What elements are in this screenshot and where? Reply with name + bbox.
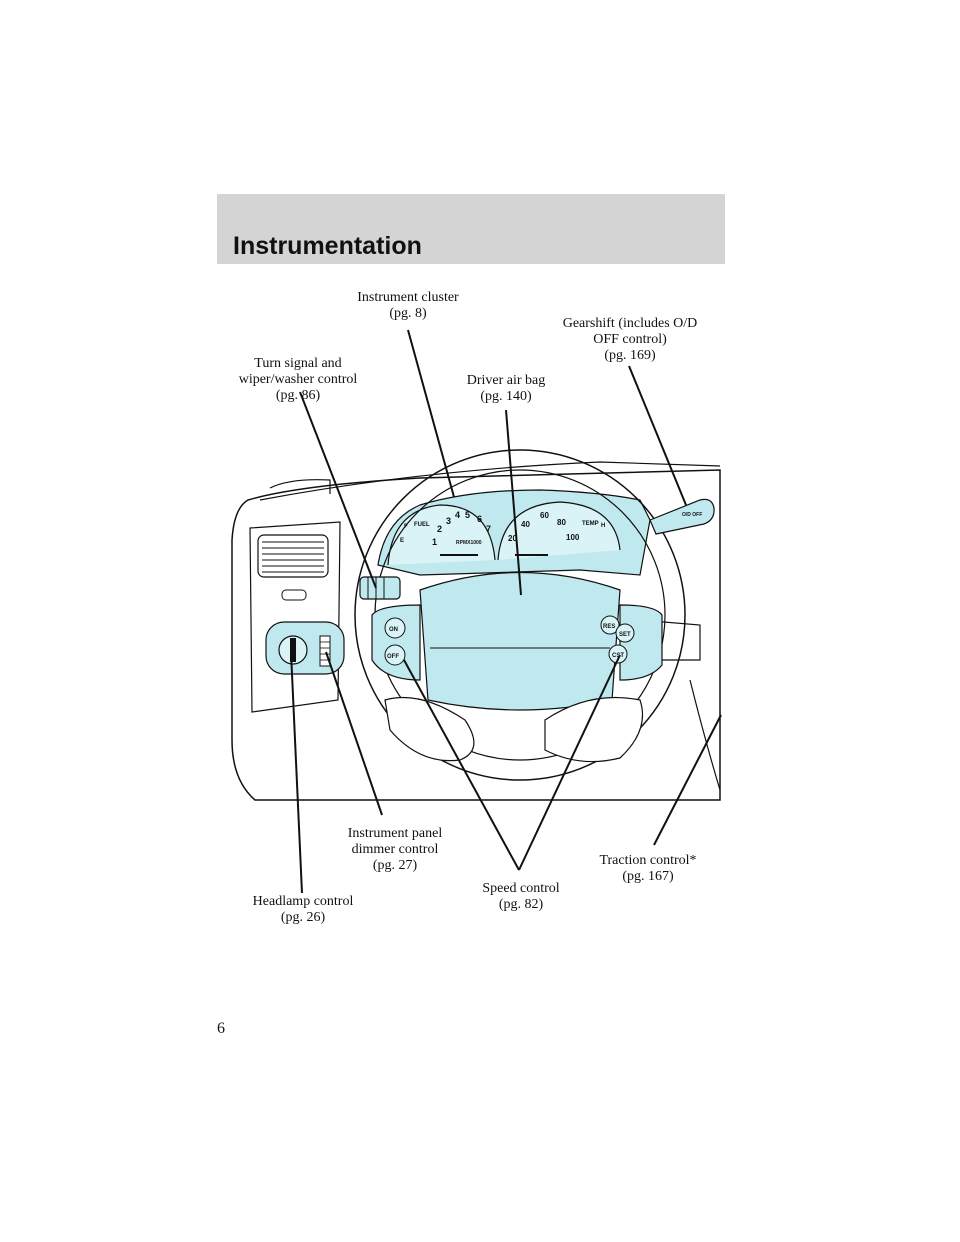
speed-on-label: ON xyxy=(389,627,398,633)
tach-dial xyxy=(387,504,496,566)
callout-gearshift: Gearshift (includes O/D OFF control) (pg… xyxy=(562,316,698,363)
tach-unit: RPMX1000 xyxy=(456,540,482,546)
gearshift-lever xyxy=(649,498,715,535)
callout-turn-signal: Turn signal and wiper/washer control (pg… xyxy=(238,356,358,403)
speed-num: 20 xyxy=(508,534,517,543)
tach-num: 4 xyxy=(455,510,460,520)
speed-set-label: SET xyxy=(619,632,631,638)
speed-control-right-pad xyxy=(619,604,663,681)
callout-instrument-cluster: Instrument cluster (pg. 8) xyxy=(357,290,459,321)
speed-control-left-pad xyxy=(371,604,421,681)
tach-num: 3 xyxy=(446,516,451,526)
callout-traction-control: Traction control* (pg. 167) xyxy=(599,853,697,884)
steering-wheel-rim xyxy=(354,449,686,781)
dash-hood xyxy=(269,479,331,494)
speed-num: 100 xyxy=(566,533,580,542)
wheel-grip-right xyxy=(544,696,644,763)
vent-slats xyxy=(262,541,324,573)
fuel-e: E xyxy=(400,538,404,544)
callout-driver-air-bag: Driver air bag (pg. 140) xyxy=(466,373,546,404)
vent-thumbwheel xyxy=(281,589,307,601)
speed-off-label: OFF xyxy=(387,654,399,660)
speed-num: 80 xyxy=(557,518,566,527)
tach-num: 1 xyxy=(432,537,437,547)
section-title: Instrumentation xyxy=(233,232,422,260)
speed-num: 40 xyxy=(521,520,530,529)
turn-signal-stalk xyxy=(359,576,401,600)
tach-num: 6 xyxy=(477,514,482,524)
dimmer-wheel xyxy=(319,635,331,667)
temp-label: TEMP xyxy=(582,521,599,527)
speedo-dial xyxy=(497,501,621,561)
speedo-labels: 20 40 60 80 100 TEMP H xyxy=(508,511,605,543)
fuel-f: F xyxy=(404,524,408,530)
section-header: Instrumentation xyxy=(217,194,725,264)
speed-res-label: RES xyxy=(603,624,615,630)
headlamp-knob-grip xyxy=(290,638,296,662)
callout-panel-dimmer: Instrument panel dimmer control (pg. 27) xyxy=(347,826,443,873)
tach-num: 5 xyxy=(465,510,470,520)
fuel-label: FUEL xyxy=(414,522,430,528)
tach-num: 2 xyxy=(437,524,442,534)
page-number: 6 xyxy=(217,1020,225,1037)
od-off-label: O/D OFF xyxy=(682,512,702,518)
leader-lines xyxy=(290,329,722,894)
callout-headlamp: Headlamp control (pg. 26) xyxy=(252,894,354,925)
tach-num: 7 xyxy=(486,524,491,534)
callout-speed-control: Speed control (pg. 82) xyxy=(482,881,560,912)
air-vent xyxy=(257,534,329,578)
speed-cst-label: CST xyxy=(612,653,624,659)
speed-num: 60 xyxy=(540,511,549,520)
right-dash-curve xyxy=(689,679,721,791)
temp-h: H xyxy=(601,523,605,529)
tach-labels: 1 2 3 4 5 6 7 FUEL E F RPMX1000 xyxy=(400,510,491,547)
